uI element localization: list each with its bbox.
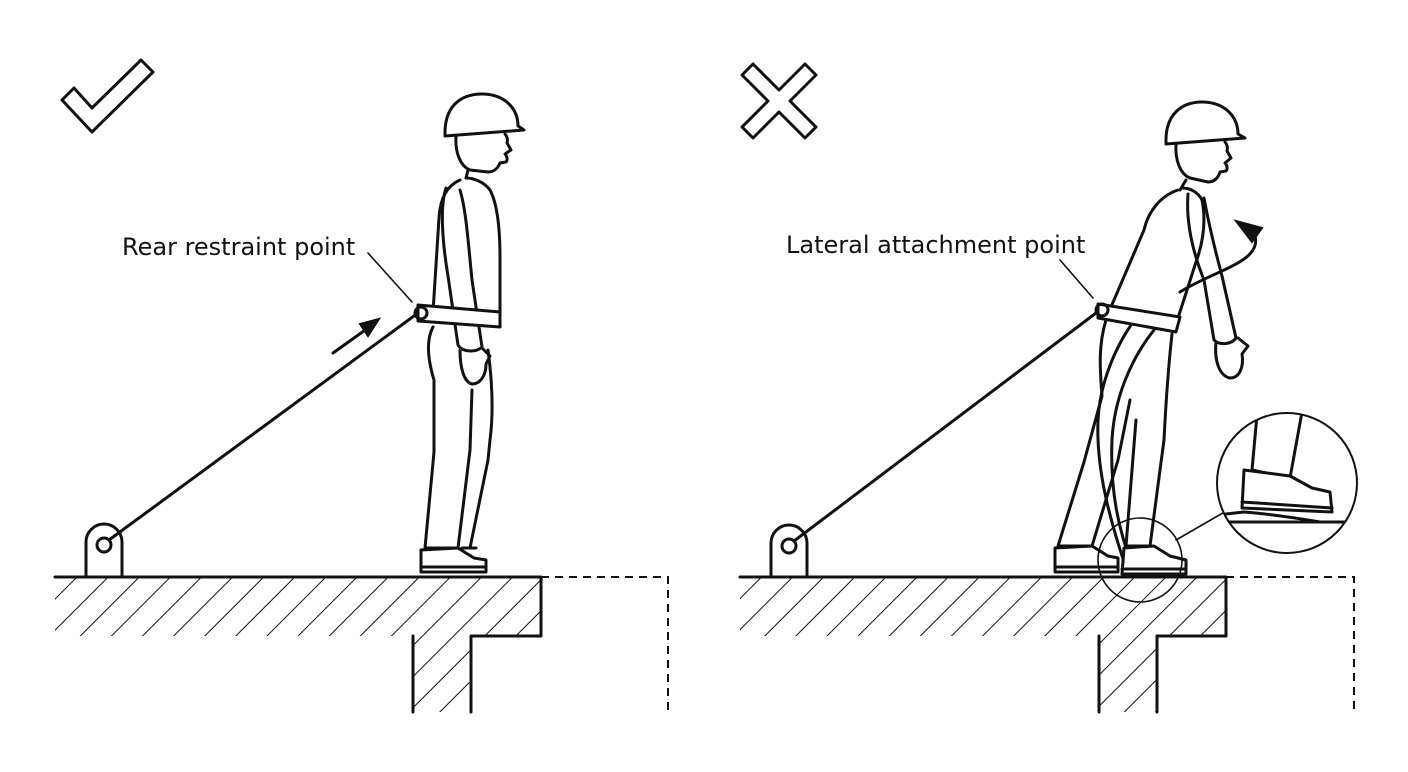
- pull-direction-arrow: [331, 317, 382, 355]
- drop-zone-dashed-outline: [541, 576, 669, 712]
- anchor-point: [769, 523, 809, 579]
- panel-incorrect: Lateral attachment point: [738, 62, 1358, 714]
- roof-edge-structure: [738, 575, 1355, 714]
- swing-direction-arrow: [1178, 219, 1264, 294]
- harness-belt: [416, 303, 502, 329]
- restraint-lanyard: [107, 311, 420, 542]
- check-mark-icon: [60, 58, 155, 134]
- label-leader-line: [1059, 259, 1094, 299]
- drop-zone-dashed-outline: [1226, 576, 1355, 712]
- worker-correct: [413, 92, 526, 574]
- label-leader-line: [367, 252, 413, 303]
- lateral-attachment-point-label: Lateral attachment point: [786, 231, 1085, 259]
- anchor-point: [84, 522, 124, 579]
- rear-restraint-point-label: Rear restraint point: [122, 233, 355, 261]
- roof-edge-structure: [53, 575, 669, 714]
- trip-zone-highlight: [1097, 517, 1183, 603]
- harness-belt: [1096, 302, 1182, 334]
- boot: [1120, 544, 1188, 576]
- panel-correct: Rear restraint point: [53, 58, 669, 714]
- hard-hat-icon: [443, 92, 526, 138]
- restraint-lanyard: [792, 308, 1102, 543]
- trip-hazard-detail: [1216, 412, 1358, 554]
- worker-incorrect: [1053, 100, 1250, 576]
- hard-hat-icon: [1164, 100, 1247, 146]
- cross-mark-icon: [740, 62, 818, 140]
